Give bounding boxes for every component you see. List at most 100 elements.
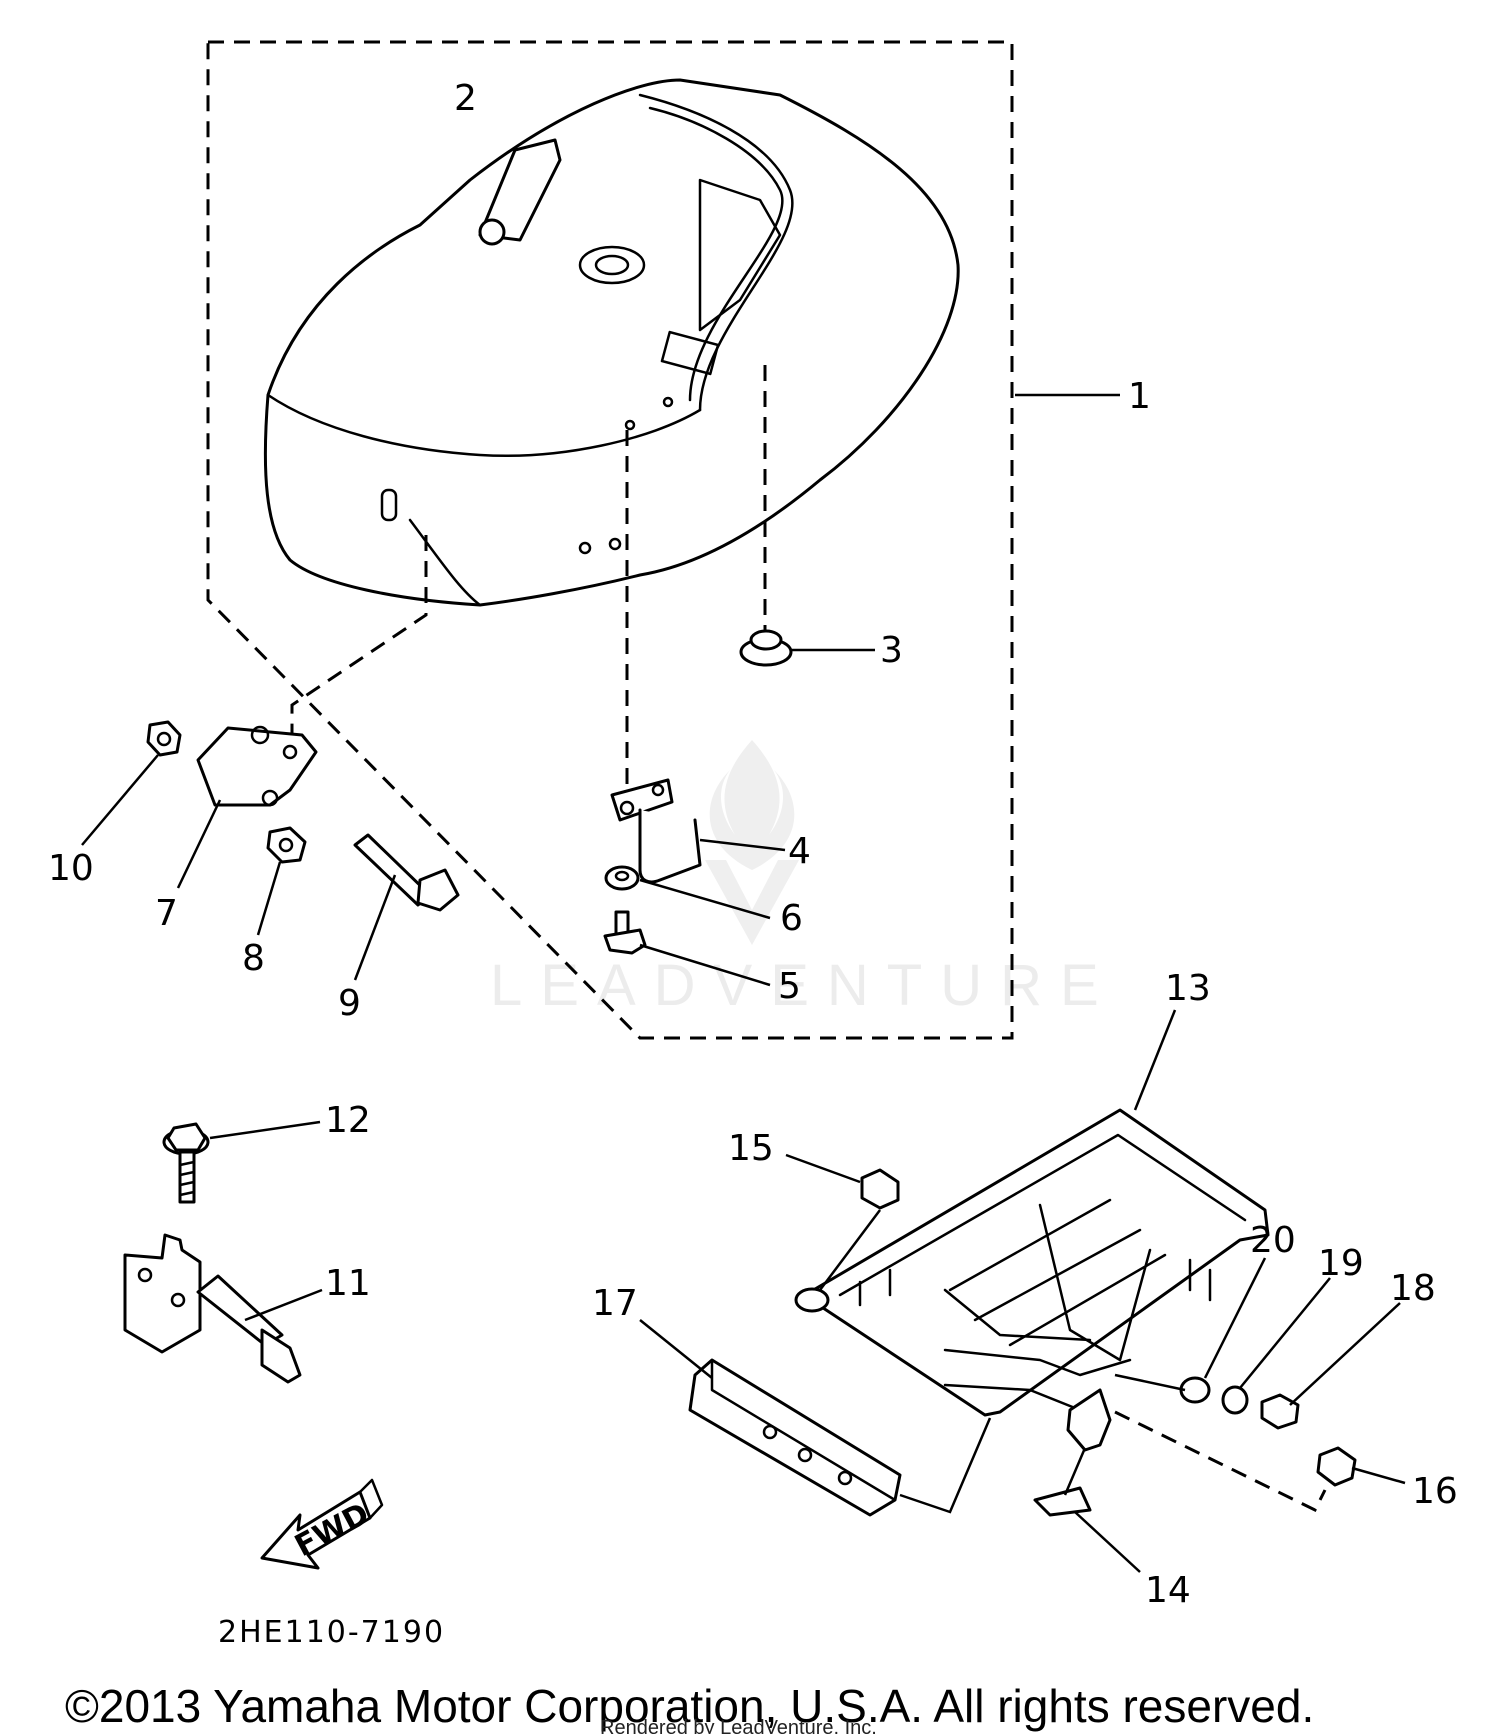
leader-8 <box>256 861 282 936</box>
leader-7 <box>176 799 222 889</box>
leader-20 <box>1203 1257 1267 1379</box>
diagram-code: 2HE110-7190 <box>218 1615 445 1650</box>
forward-arrow-depth <box>358 1478 384 1520</box>
rack-13-mount <box>858 1258 1212 1307</box>
bolt-9-head <box>416 868 460 912</box>
seat-side-line <box>408 518 482 607</box>
leader-13 <box>1133 1009 1177 1111</box>
seat-recess <box>698 178 782 332</box>
washer-19-shape <box>1221 1385 1249 1415</box>
seat-edge-line <box>266 393 702 457</box>
cover-17-hole <box>837 1470 853 1486</box>
rack-13-leg <box>1066 1388 1112 1452</box>
seat-hole <box>662 396 674 408</box>
bracket-7 <box>176 725 318 889</box>
rack-13-lower-bar <box>943 1348 1132 1377</box>
callout-8: 8 <box>242 938 265 979</box>
forward-arrow-icon <box>260 1490 372 1570</box>
bolt-5-head <box>603 928 647 955</box>
watermark-text: LEADVENTURE <box>490 953 1117 1018</box>
callout-5: 5 <box>778 966 801 1007</box>
callout-14: 14 <box>1145 1570 1191 1611</box>
cover-17-body <box>688 1358 902 1517</box>
seat-assembly <box>263 78 1120 800</box>
leader-5 <box>639 943 771 987</box>
leader-6 <box>639 878 771 920</box>
cover-17 <box>639 1319 992 1517</box>
clip-14-shape <box>1033 1486 1092 1517</box>
seat-hole <box>624 419 636 431</box>
leader-10 <box>81 754 159 846</box>
callout-2: 2 <box>454 78 477 119</box>
leader-18 <box>1289 1302 1401 1406</box>
leader-19 <box>1239 1277 1331 1389</box>
nut-10-shape <box>146 720 182 757</box>
callout-6: 6 <box>780 898 803 939</box>
strap-bracket-plate <box>610 778 674 822</box>
callout-9: 9 <box>338 983 361 1024</box>
callout-11: 11 <box>325 1263 371 1304</box>
nut-15-washer <box>794 1287 830 1313</box>
seat-center-mark <box>578 245 646 285</box>
rack-13-cross-bar <box>948 1198 1112 1292</box>
watermark: LEADVENTURE <box>490 740 1117 1018</box>
callout-15: 15 <box>728 1128 774 1169</box>
lock-11-cylinder <box>196 1274 284 1347</box>
leader-15 <box>785 1153 861 1184</box>
bolt-18-shape <box>1260 1393 1300 1430</box>
rack-13-cross-bar <box>1008 1253 1167 1347</box>
bracket-7-shape <box>196 726 318 807</box>
washer-20-shape <box>1179 1376 1211 1404</box>
guide-14 <box>1063 1447 1087 1496</box>
nut-8 <box>256 826 307 936</box>
callout-1: 1 <box>1128 376 1151 417</box>
cover-17-hole <box>797 1447 813 1463</box>
fwd-label: FWD <box>289 1496 375 1564</box>
strap-loop <box>638 808 702 884</box>
leader-17 <box>639 1319 713 1379</box>
bolt-5 <box>603 910 771 987</box>
lock-11-body <box>123 1233 202 1354</box>
nut-15 <box>785 1153 900 1313</box>
washer-19 <box>1221 1277 1331 1415</box>
callouts: 1 2 3 4 5 6 7 8 9 10 11 12 13 14 15 16 1… <box>48 78 1458 1611</box>
bolt-18 <box>1260 1302 1401 1430</box>
bolt-5-shank <box>614 910 630 936</box>
rack-13-outer-frame <box>806 1108 1270 1417</box>
bracket-7-hole <box>261 789 279 807</box>
nut-16 <box>1114 1410 1406 1513</box>
leader-12 <box>209 1120 321 1140</box>
callout-4: 4 <box>788 831 811 872</box>
forward-arrow: FWD <box>260 1478 384 1570</box>
bolt-12-head <box>166 1122 207 1152</box>
rack-13-strut <box>943 1288 1092 1342</box>
washer-6 <box>604 865 771 920</box>
leader-9 <box>353 874 397 981</box>
seat-inner-rim-2 <box>648 106 784 402</box>
lock-11-key-end <box>260 1328 302 1384</box>
nut-8-shape <box>266 826 307 864</box>
guide-15 <box>819 1209 881 1291</box>
rack-13-strut <box>1038 1203 1152 1362</box>
clip-14 <box>1033 1447 1141 1573</box>
guide-line <box>290 535 428 752</box>
rack-13 <box>806 1009 1270 1452</box>
nut-10 <box>81 720 182 846</box>
guide-line-rack <box>1114 1373 1186 1392</box>
bracket-7-hole <box>250 725 270 745</box>
watermark-flame-icon <box>709 740 795 870</box>
guide-17 <box>899 1417 992 1514</box>
bolt-12-threads <box>178 1160 196 1197</box>
callout-13: 13 <box>1165 968 1211 1009</box>
damper-top <box>749 629 783 651</box>
cover-17-edge <box>710 1358 897 1502</box>
seat-hole <box>608 537 622 551</box>
bolt-9 <box>353 833 460 981</box>
seat-center-mark-inner <box>594 254 630 276</box>
guide-16 <box>1114 1410 1327 1513</box>
nut-10-hole <box>156 731 172 747</box>
leader-11 <box>244 1288 323 1322</box>
nut-16-shape <box>1316 1446 1357 1487</box>
seat-hole <box>578 541 592 555</box>
